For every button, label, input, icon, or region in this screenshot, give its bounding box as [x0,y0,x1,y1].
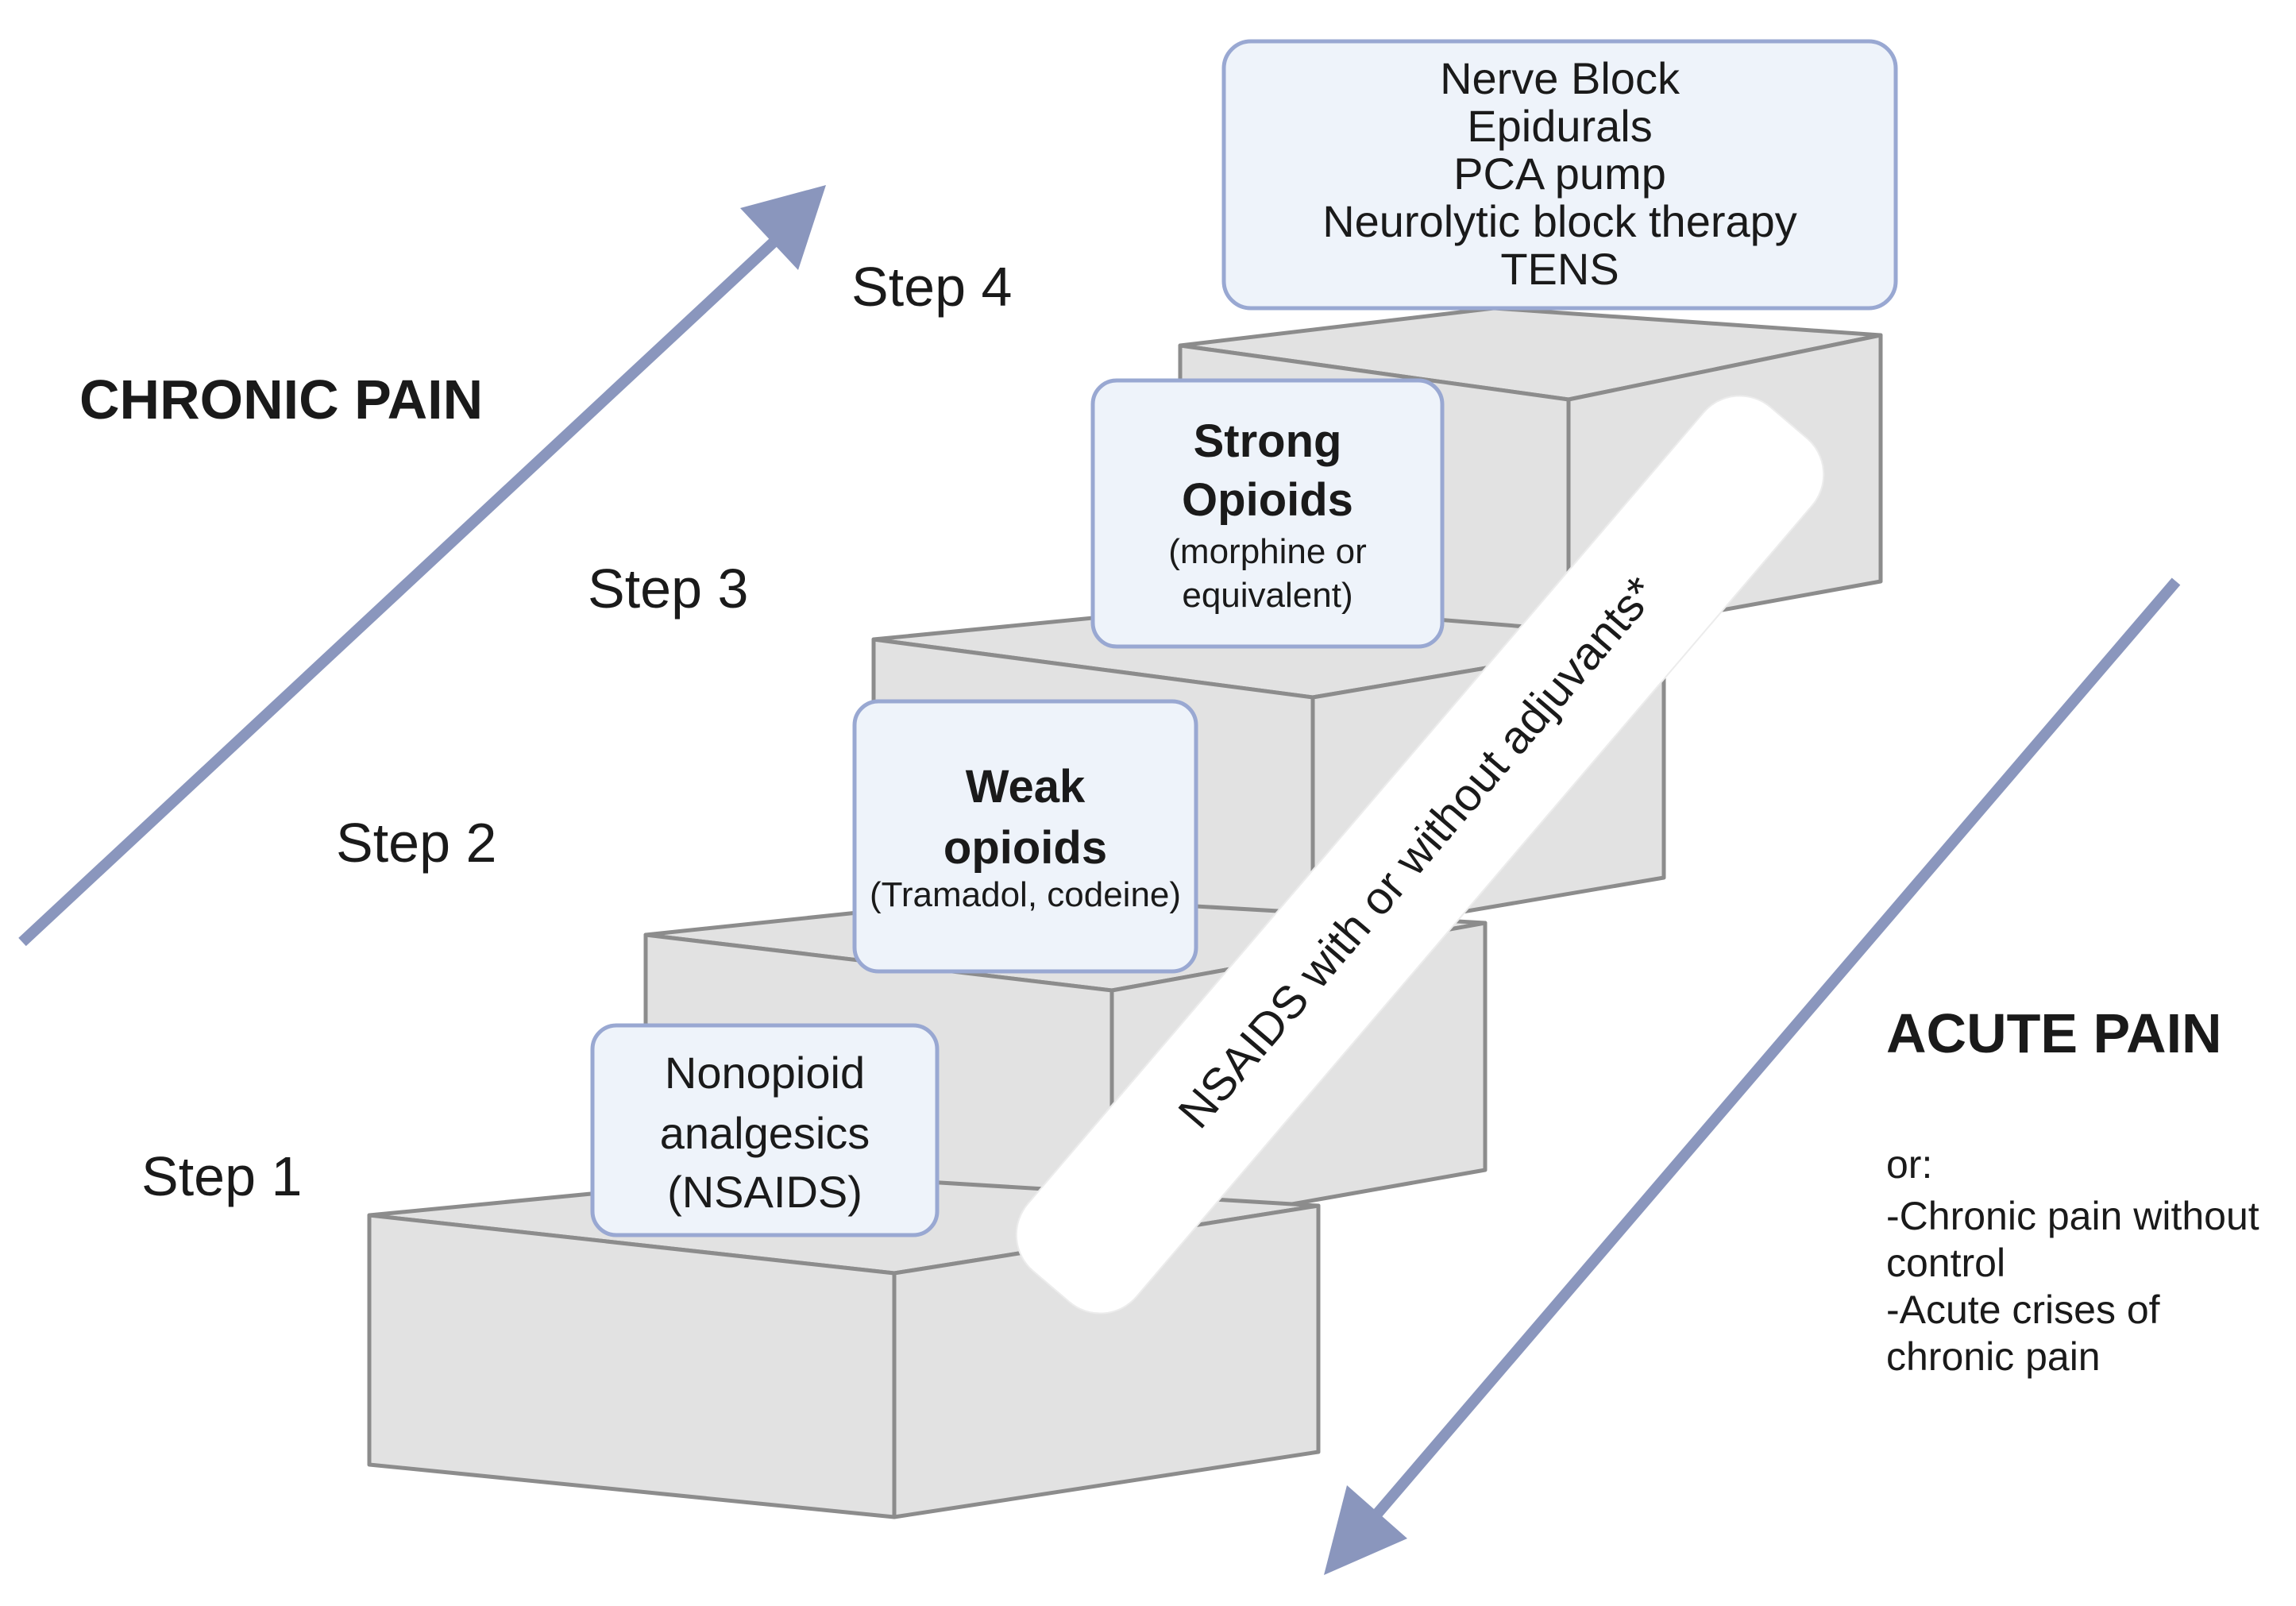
arrow-down-left-icon [1324,577,2181,1575]
step-3-label: Step 3 [588,558,748,620]
arrow-up-right-icon [18,185,826,947]
step-3-detail-line-1: (morphine or [1168,532,1366,571]
step-2-title-line-1: Weak [966,761,1086,813]
acute-notes-line: chronic pain [1886,1334,2101,1379]
step-3-title-line-2: Opioids [1182,474,1353,526]
acute-notes-line: -Chronic pain without [1886,1194,2259,1238]
step-1-box: Nonopioid analgesics (NSAIDS) [590,1023,940,1237]
step-2-box: Weak opioids (Tramadol, codeine) [852,699,1198,974]
acute-notes-line: -Acute crises of [1886,1288,2160,1332]
step-1-label: Step 1 [141,1145,302,1207]
step-3-title-line-1: Strong [1194,415,1342,467]
step-1-line-1: Nonopioid [665,1048,865,1098]
step-1-line-3: (NSAIDS) [667,1167,862,1217]
acute-notes-line: control [1886,1241,2005,1285]
step-4-item: PCA pump [1453,149,1666,199]
step-2-title-line-2: opioids [943,822,1107,874]
step-4-item: Nerve Block [1440,53,1681,103]
chronic-pain-heading: CHRONIC PAIN [79,369,483,430]
step-4-item: TENS [1500,244,1619,294]
acute-notes-intro: or: [1886,1142,1932,1187]
step-2-label: Step 2 [336,812,496,874]
acute-notes: or: -Chronic pain without control -Acute… [1886,1142,2259,1379]
acute-pain-heading: ACUTE PAIN [1886,1002,2222,1064]
step-2-detail: (Tramadol, codeine) [870,875,1181,914]
step-4-item: Epidurals [1467,101,1652,151]
step-4-box: Nerve Block Epidurals PCA pump Neurolyti… [1221,39,1898,311]
step-4-item: Neurolytic block therapy [1322,196,1797,246]
step-3-detail-line-2: equivalent) [1182,576,1353,615]
step-3-box: Strong Opioids (morphine or equivalent) [1090,378,1445,649]
step-1-line-2: analgesics [660,1108,870,1158]
step-4-label: Step 4 [851,256,1012,318]
